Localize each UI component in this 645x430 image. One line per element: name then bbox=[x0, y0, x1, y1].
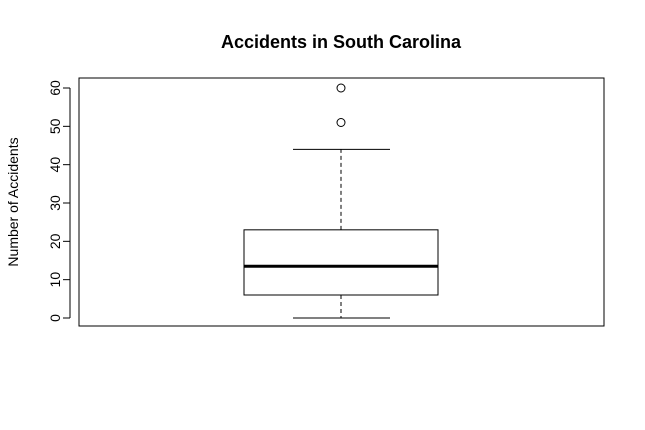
outlier-point bbox=[336, 83, 346, 93]
y-tick-label: 30 bbox=[47, 195, 63, 211]
y-tick-label: 0 bbox=[47, 314, 63, 322]
outlier-point bbox=[336, 118, 346, 127]
y-tick-label: 60 bbox=[47, 80, 63, 96]
y-axis: 0 10 20 30 40 50 60 bbox=[47, 80, 71, 322]
y-tick-label: 40 bbox=[47, 157, 63, 173]
y-tick-label: 10 bbox=[47, 272, 63, 288]
y-tick-label: 20 bbox=[47, 233, 63, 249]
interquartile-box bbox=[243, 229, 439, 296]
chart-title: Accidents in South Carolina bbox=[221, 32, 462, 52]
box-plot-group bbox=[243, 83, 439, 319]
y-axis-label: Number of Accidents bbox=[5, 137, 21, 266]
y-tick-label: 50 bbox=[47, 118, 63, 134]
plot-frame bbox=[78, 77, 605, 327]
